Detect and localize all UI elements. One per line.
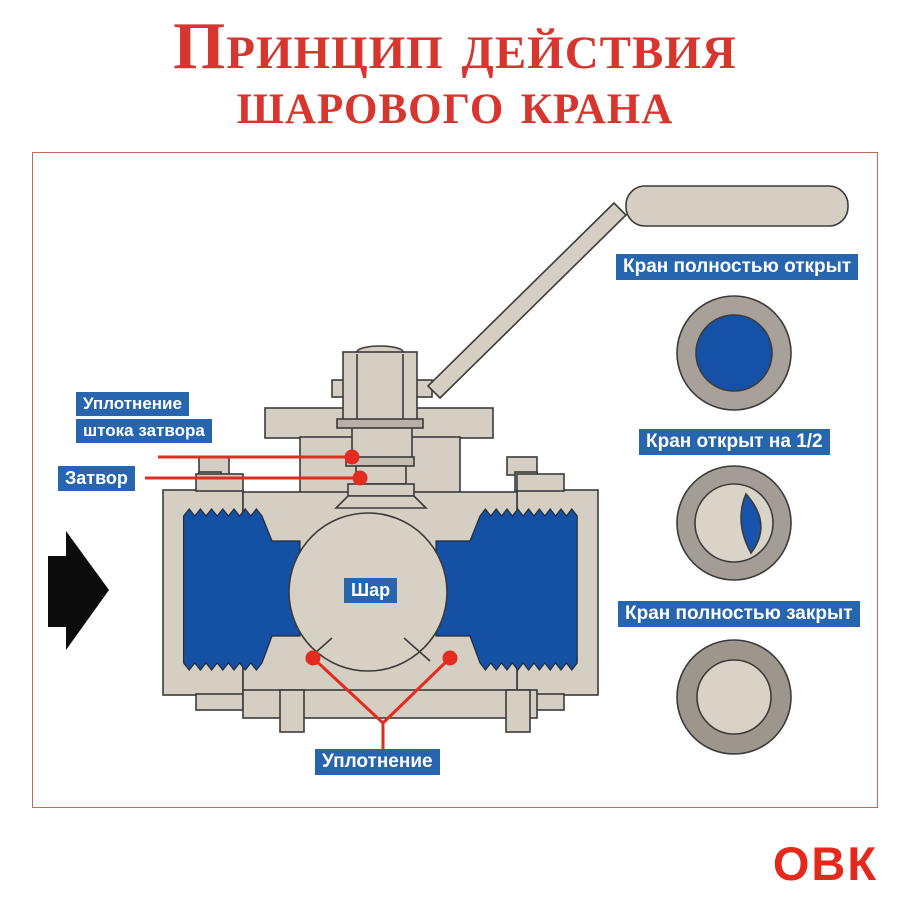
stem-seal-callout-dot xyxy=(344,449,360,465)
seal-callout-dot-right xyxy=(442,650,458,666)
stem-base xyxy=(347,483,415,497)
seal-callout-dot-left xyxy=(305,650,321,666)
label-body-seal: Уплотнение xyxy=(315,749,440,775)
right-seat xyxy=(403,637,431,662)
label-stem-seal-line2: штока затвора xyxy=(76,419,212,443)
label-state-half-open: Кран открыт на 1/2 xyxy=(639,429,830,455)
left-port xyxy=(183,508,301,671)
right-port xyxy=(435,508,578,671)
callouts xyxy=(145,449,458,750)
handle-arm xyxy=(426,201,628,400)
valve-states xyxy=(676,295,792,755)
page-title-line2: шарового крана xyxy=(236,69,674,137)
state-half-open-view xyxy=(676,465,792,581)
state-half-flow-lens xyxy=(740,492,762,555)
state-closed-view xyxy=(676,639,792,755)
state-open-bore xyxy=(695,314,773,392)
right-end-cap-top-step xyxy=(516,473,565,492)
label-stem: Затвор xyxy=(58,466,135,491)
stem-callout-dot xyxy=(352,470,368,486)
seal-callout-line-left xyxy=(311,656,385,725)
label-ball: Шар xyxy=(344,578,398,603)
bottom-foot-right xyxy=(505,689,531,733)
brand-logo: ОВК xyxy=(772,837,878,890)
page-title-line1: Принцип действия xyxy=(173,9,737,83)
stem-nut-washer xyxy=(336,418,424,429)
flow-arrow-icon xyxy=(48,531,109,650)
stem-flare xyxy=(334,495,428,509)
label-state-open: Кран полностью открыт xyxy=(616,254,859,280)
left-end-cap-bottom-step xyxy=(195,693,244,711)
state-open-view xyxy=(676,295,792,411)
handle-grip xyxy=(625,185,849,227)
stem-nut xyxy=(342,351,418,423)
stem-upper xyxy=(351,426,413,461)
bottom-foot-left xyxy=(279,689,305,733)
label-state-closed: Кран полностью закрыт xyxy=(618,601,860,627)
label-stem-seal-line1: Уплотнение xyxy=(76,392,189,416)
seal-callout-line-right xyxy=(381,656,452,725)
state-closed-ball-face xyxy=(696,659,772,735)
